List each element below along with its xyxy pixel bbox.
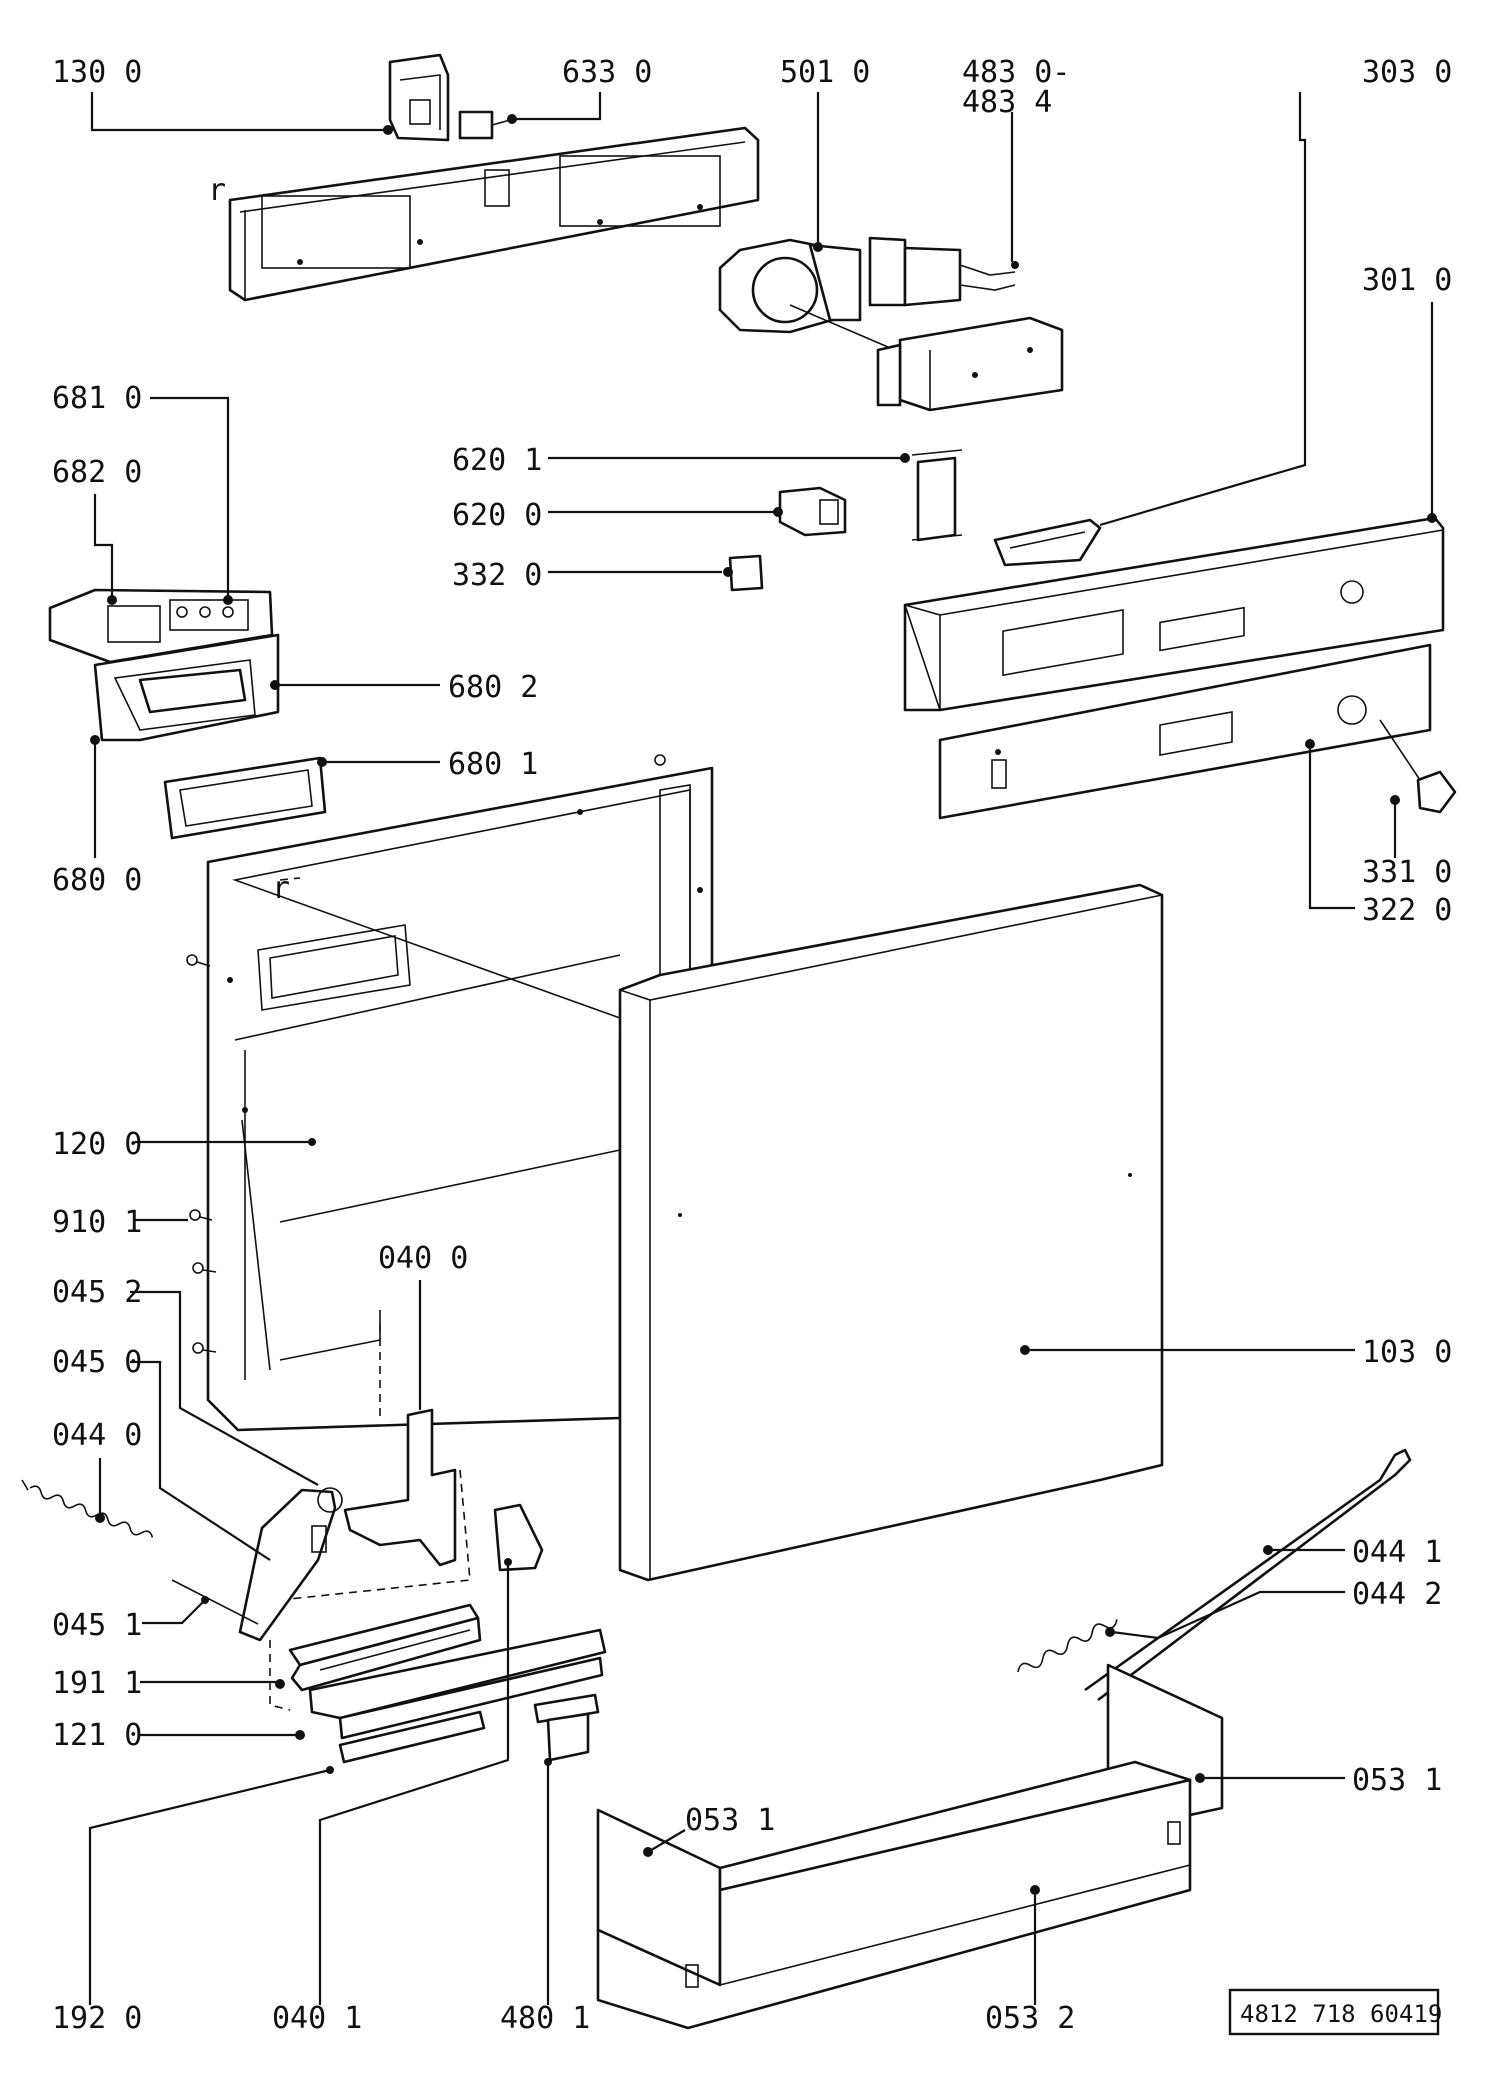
part-053-kickplate xyxy=(596,1663,1224,2030)
label-682-0: 682 0 xyxy=(52,455,142,490)
part-103-0-door-panel xyxy=(618,883,1164,1582)
label-483-0: 483 0- xyxy=(962,55,1070,90)
label-191-1: 191 1 xyxy=(52,1666,142,1701)
frame-mark: r xyxy=(272,871,290,906)
leader-130-0 xyxy=(90,92,385,132)
leader-322-0 xyxy=(1308,748,1355,910)
label-322-0: 322 0 xyxy=(1362,893,1452,928)
pin-045-1 xyxy=(201,1596,209,1604)
part-680-1-gasket xyxy=(163,756,327,840)
label-045-1: 045 1 xyxy=(52,1608,142,1643)
part-121-0-hinge-channel xyxy=(295,1628,607,1764)
label-633-0: 633 0 xyxy=(562,55,652,90)
part-483-connector xyxy=(868,236,1019,307)
part-191-1-rail xyxy=(275,1603,482,1692)
label-192-0: 192 0 xyxy=(52,2001,142,2036)
label-480-1: 480 1 xyxy=(500,2001,590,2036)
leader-045-2 xyxy=(130,1290,319,1486)
label-044-1: 044 1 xyxy=(1352,1535,1442,1570)
label-303-0: 303 0 xyxy=(1362,55,1452,90)
panel-322-0 xyxy=(938,643,1432,820)
label-301-0: 301 0 xyxy=(1362,263,1452,298)
label-483-4: 483 4 xyxy=(962,85,1052,120)
label-040-1: 040 1 xyxy=(272,2001,362,2036)
part-332-0 xyxy=(723,554,764,592)
part-620-1 xyxy=(900,449,963,542)
label-130-0: 130 0 xyxy=(52,55,142,90)
part-480-1-clip xyxy=(533,1693,600,1766)
control-panel-301-0 xyxy=(903,513,1445,712)
part-044-2-spring xyxy=(1017,1619,1118,1673)
label-040-0: 040 0 xyxy=(378,1241,468,1276)
part-331-0-knob xyxy=(1379,719,1457,814)
top-mounting-rail: r xyxy=(208,126,760,302)
part-044-0-spring xyxy=(21,1479,259,1625)
pin-192-0 xyxy=(326,1766,334,1774)
leader-045-1 xyxy=(142,1599,206,1625)
part-044-1-rod xyxy=(1084,1448,1412,1702)
leader-053-1-left xyxy=(647,1829,686,1853)
part-130-0-bracket xyxy=(383,53,450,142)
label-620-0: 620 0 xyxy=(452,498,542,533)
label-681-0: 681 0 xyxy=(52,381,142,416)
screws-910-1 xyxy=(186,754,666,1354)
label-910-1: 910 1 xyxy=(52,1205,142,1240)
doc-number: 4812 718 60419 xyxy=(1240,2000,1442,2028)
label-103-0: 103 0 xyxy=(1362,1335,1452,1370)
part-303-0-button-strip xyxy=(993,518,1102,567)
leader-044-2 xyxy=(1111,1590,1345,1640)
label-121-0: 121 0 xyxy=(52,1718,142,1753)
label-053-2: 053 2 xyxy=(985,2001,1075,2036)
label-680-0: 680 0 xyxy=(52,863,142,898)
part-045-0-hinge-lever xyxy=(238,1487,343,1642)
leader-303-0 xyxy=(1099,92,1307,527)
label-045-0: 045 0 xyxy=(52,1345,142,1380)
label-053-1-left: 053 1 xyxy=(685,1803,775,1838)
label-044-0: 044 0 xyxy=(52,1418,142,1453)
label-680-1: 680 1 xyxy=(448,747,538,782)
label-620-1: 620 1 xyxy=(452,443,542,478)
part-040-0-hinge-bracket xyxy=(279,1310,471,1601)
part-633-0-switch xyxy=(458,110,517,140)
label-332-0: 332 0 xyxy=(452,558,542,593)
label-501-0: 501 0 xyxy=(780,55,870,90)
part-501-0-timer xyxy=(718,238,1001,396)
label-120-0: 120 0 xyxy=(52,1127,142,1162)
label-680-2: 680 2 xyxy=(448,670,538,705)
label-331-0: 331 0 xyxy=(1362,855,1452,890)
label-044-2: 044 2 xyxy=(1352,1577,1442,1612)
leader-045-0 xyxy=(130,1360,271,1561)
leader-682-0 xyxy=(93,494,114,598)
part-680-0-dispenser-body xyxy=(90,633,280,745)
leader-681-0 xyxy=(150,396,230,598)
leader-192-0 xyxy=(88,1768,331,2005)
label-053-1-right: 053 1 xyxy=(1352,1763,1442,1798)
doc-number-box xyxy=(1228,1988,1440,2036)
part-620-0 xyxy=(773,486,847,537)
rail-mark: r xyxy=(208,173,226,208)
label-045-2: 045 2 xyxy=(52,1275,142,1310)
leader-040-1 xyxy=(318,1565,510,2005)
part-040-1-hinge-cover xyxy=(493,1503,544,1572)
leader-633-0 xyxy=(515,92,602,121)
timer-mount-bracket xyxy=(876,316,1064,412)
